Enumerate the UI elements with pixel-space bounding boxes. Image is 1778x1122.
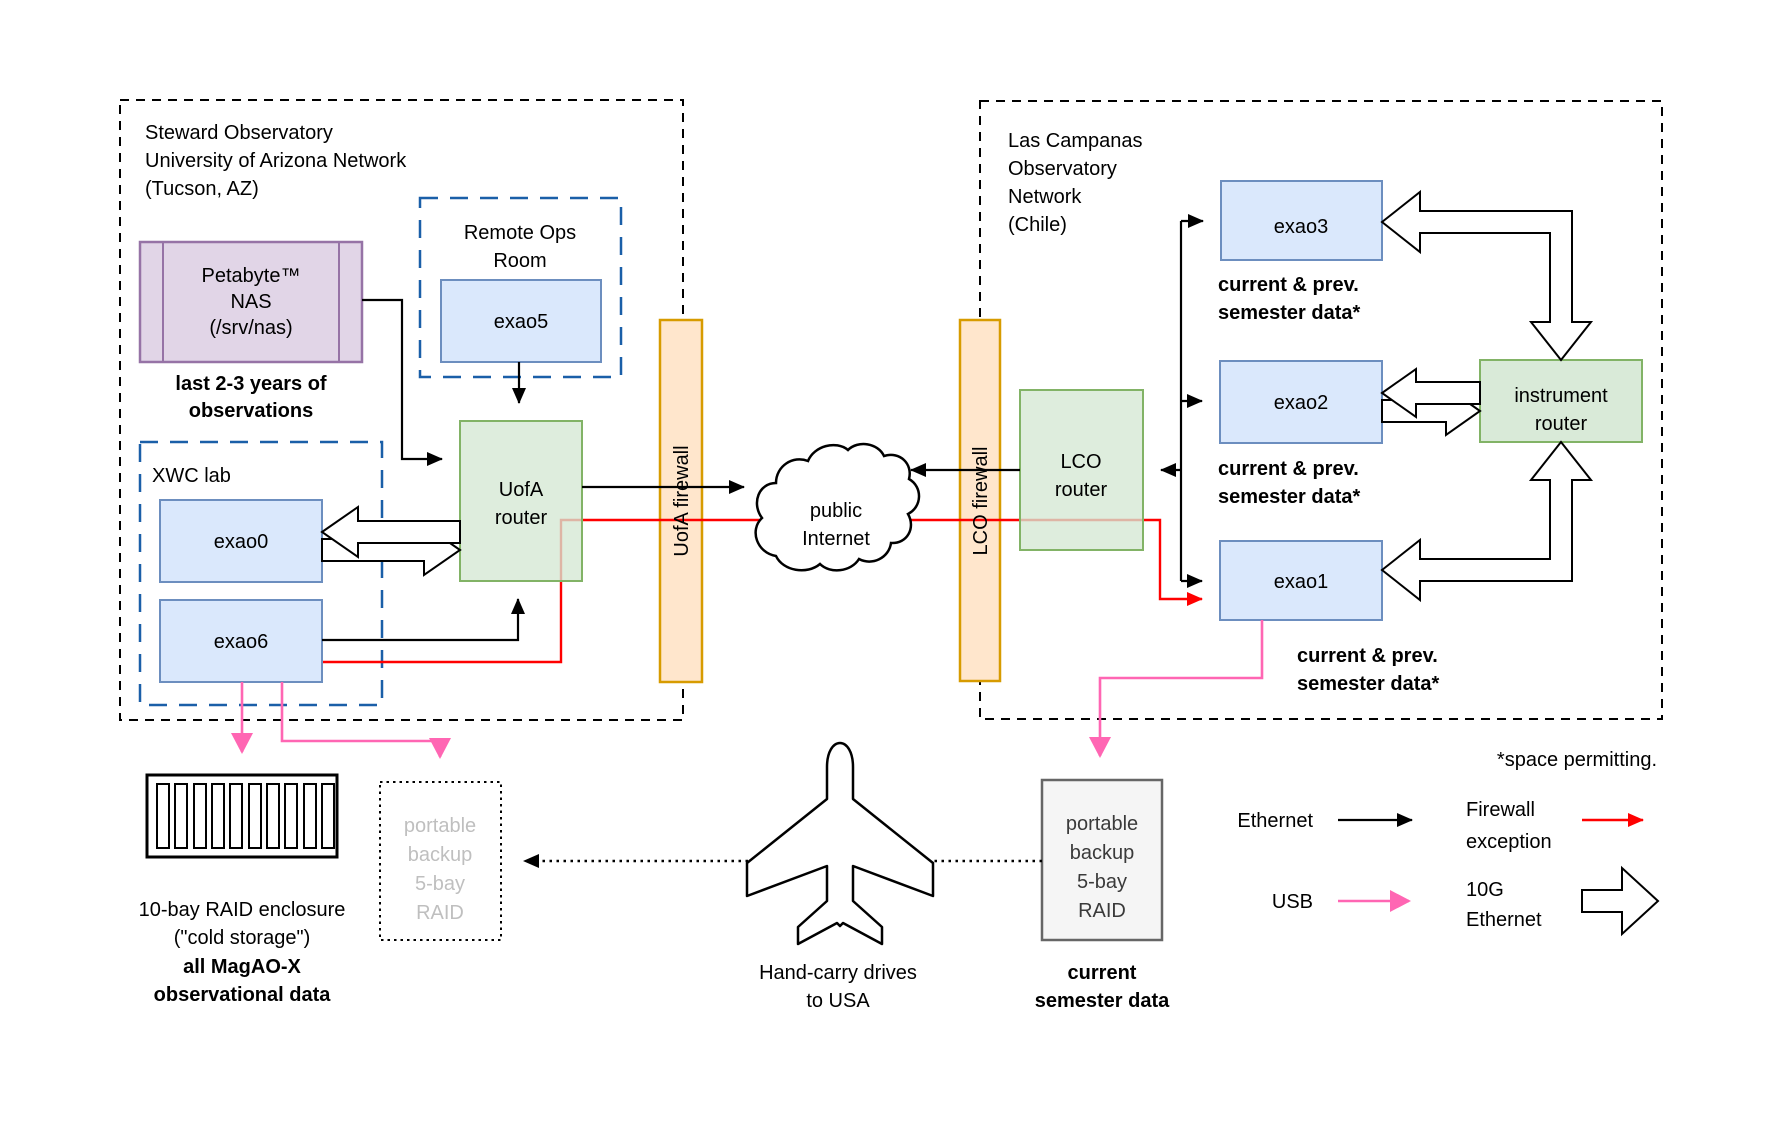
nas-caption: last 2-3 years of [175, 373, 327, 395]
nas-caption: observations [189, 400, 313, 422]
raid-caption: ("cold storage") [174, 927, 310, 949]
steward-title: University of Arizona Network [145, 150, 407, 172]
remote-ops-title: Remote Ops [464, 222, 576, 244]
nas-label: (/srv/nas) [209, 317, 292, 339]
petabyte-nas [138, 240, 364, 364]
airplane-icon [745, 741, 935, 946]
portable-raid-left-box [379, 781, 502, 941]
uofa-firewall-label: UofA firewall [671, 445, 693, 556]
portable-right-label: portable [1066, 813, 1138, 835]
ten-g-exao0-left [320, 505, 461, 559]
public-internet-cloud [754, 442, 921, 572]
steward-title: Steward Observatory [145, 122, 333, 144]
ethernet-links [322, 214, 1204, 642]
legend-ethernet-label: Ethernet [1237, 810, 1313, 832]
uofa-router-node [459, 420, 583, 582]
raid-caption-bold: observational data [154, 984, 332, 1006]
internet-label: Internet [802, 528, 870, 550]
exao3-annotation: semester data* [1218, 302, 1361, 324]
exao1-label: exao1 [1274, 571, 1329, 593]
lco-title: Observatory [1008, 158, 1117, 180]
lco-router-label: router [1055, 479, 1108, 501]
legend-ten-g-arrow [1581, 865, 1660, 937]
exao6-node [159, 599, 323, 683]
legend-ten-g-label: 10G [1466, 879, 1504, 901]
lco-firewall-label: LCO firewall [970, 447, 992, 556]
raid-caption-bold: all MagAO-X [183, 956, 301, 978]
uofa-firewall-bar [658, 318, 704, 684]
lco-title: Las Campanas [1008, 130, 1143, 152]
link-exao1-to-portable-right [1089, 620, 1264, 758]
remote-ops-room-box [418, 196, 623, 379]
exao0-label: exao0 [214, 531, 269, 553]
uofa-router-label: router [495, 507, 548, 529]
internet-label: public [810, 500, 862, 522]
exao1-annotation: semester data* [1297, 673, 1440, 695]
exao3-annotation: current & prev. [1218, 274, 1359, 296]
exao2-annotation: semester data* [1218, 486, 1361, 508]
exao2-node [1219, 360, 1383, 444]
raid-caption: 10-bay RAID enclosure [139, 899, 346, 921]
steward-title: (Tucson, AZ) [145, 178, 259, 200]
ten-g-exao1-link [1380, 440, 1594, 603]
exao2-label: exao2 [1274, 392, 1329, 414]
plane-caption: to USA [806, 990, 870, 1012]
remote-ops-title: Room [493, 250, 546, 272]
ten-g-exao2-left [1380, 367, 1481, 419]
link-exao6-to-portable-left [280, 682, 451, 759]
lco-firewall-bar [958, 318, 1002, 683]
labels: Steward Observatory University of Arizon… [139, 122, 1657, 1012]
current-semester-caption: semester data [1035, 990, 1170, 1012]
portable-left-label: RAID [416, 902, 464, 924]
exao3-node [1220, 180, 1383, 261]
instrument-router-node [1479, 359, 1643, 443]
instrument-router-label: router [1535, 413, 1588, 435]
ten-g-links [320, 189, 1660, 937]
legend-usb-label: USB [1272, 891, 1313, 913]
link-exao6-to-uofa-router [322, 598, 525, 642]
usb-links [231, 620, 1264, 759]
nas-label: NAS [230, 291, 271, 313]
link-nas-to-uofa-router [362, 298, 443, 466]
lco-title: Network [1008, 186, 1082, 208]
exao6-label: exao6 [214, 631, 269, 653]
exao5-node [440, 279, 602, 363]
exao5-label: exao5 [494, 311, 549, 333]
portable-right-label: 5-bay [1077, 871, 1127, 893]
legend-firewall-exception-label: exception [1466, 831, 1552, 853]
exao3-label: exao3 [1274, 216, 1329, 238]
portable-raid-right-box [1040, 778, 1164, 942]
portable-left-label: backup [408, 844, 473, 866]
lco-router-label: LCO [1060, 451, 1101, 473]
plane-caption: Hand-carry drives [759, 962, 917, 984]
legend-note: *space permitting. [1497, 749, 1657, 771]
exao0-node [159, 499, 323, 583]
portable-left-label: 5-bay [415, 873, 465, 895]
portable-right-label: RAID [1078, 900, 1126, 922]
exao1-annotation: current & prev. [1297, 645, 1438, 667]
portable-right-label: backup [1070, 842, 1135, 864]
nas-label: Petabyte™ [202, 265, 301, 287]
instrument-router-label: instrument [1514, 385, 1608, 407]
legend-firewall-exception-label: Firewall [1466, 799, 1535, 821]
portable-left-label: portable [404, 815, 476, 837]
exao2-annotation: current & prev. [1218, 458, 1359, 480]
xwc-lab-box [138, 440, 384, 707]
current-semester-caption: current [1068, 962, 1137, 984]
xwc-lab-label: XWC lab [152, 465, 231, 487]
legend-ten-g-label: Ethernet [1466, 909, 1542, 931]
uofa-router-label: UofA [499, 479, 544, 501]
lco-title: (Chile) [1008, 214, 1067, 236]
raid-enclosure-icon [145, 773, 339, 859]
exao1-node [1219, 540, 1383, 621]
lco-router-node [1019, 389, 1144, 551]
ten-g-exao3-link [1380, 189, 1594, 362]
